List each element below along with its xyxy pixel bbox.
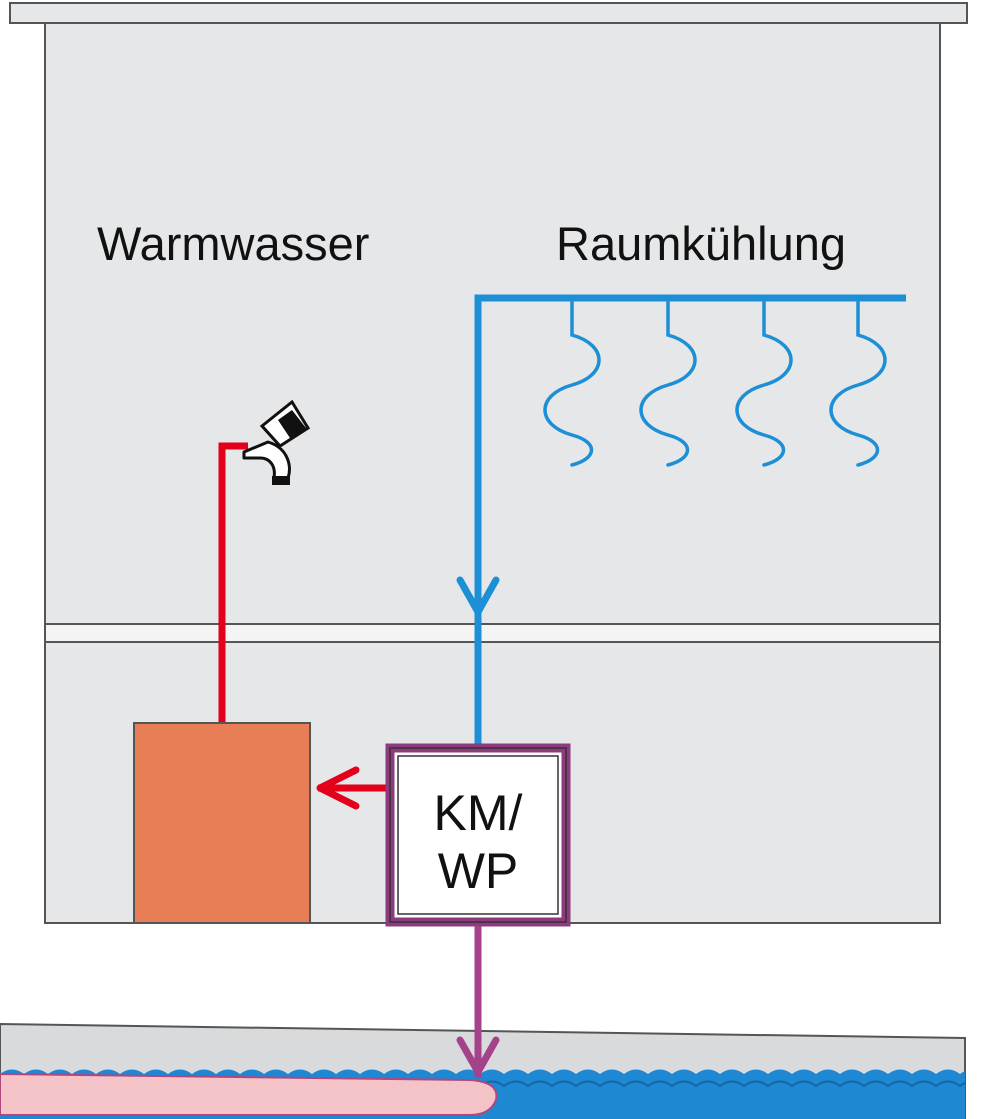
roof: [9, 2, 968, 24]
cooling-flow-arrow: [456, 576, 500, 616]
hot-water-circuit: [218, 442, 392, 810]
label-warmwasser: Warmwasser: [97, 217, 369, 270]
cooling-circuit: [456, 294, 906, 748]
floor-slab: [44, 623, 941, 643]
ground-flow-arrow: [456, 1036, 500, 1076]
faucet-icon: [242, 399, 311, 485]
ground-heat-exchanger: [0, 1072, 498, 1116]
cooling-supply-line: [474, 294, 906, 748]
ground-circuit: [456, 926, 500, 1078]
heat-flow-arrow: [316, 766, 360, 810]
cooling-coil-icon: [735, 298, 793, 467]
hot-water-storage-tank: [133, 722, 311, 924]
label-raumkuehlung: Raumkühlung: [556, 217, 846, 270]
cooling-coil-icon: [639, 298, 697, 467]
ground: [0, 1022, 966, 1119]
chiller-heat-pump-unit: KM/ WP: [385, 743, 571, 927]
cooling-coil-icon: [829, 298, 887, 467]
hot-water-riser: [218, 442, 248, 723]
unit-label-line1: KM/: [434, 785, 523, 841]
unit-label-line2: WP: [438, 843, 519, 899]
cooling-coil-icon: [543, 298, 601, 467]
